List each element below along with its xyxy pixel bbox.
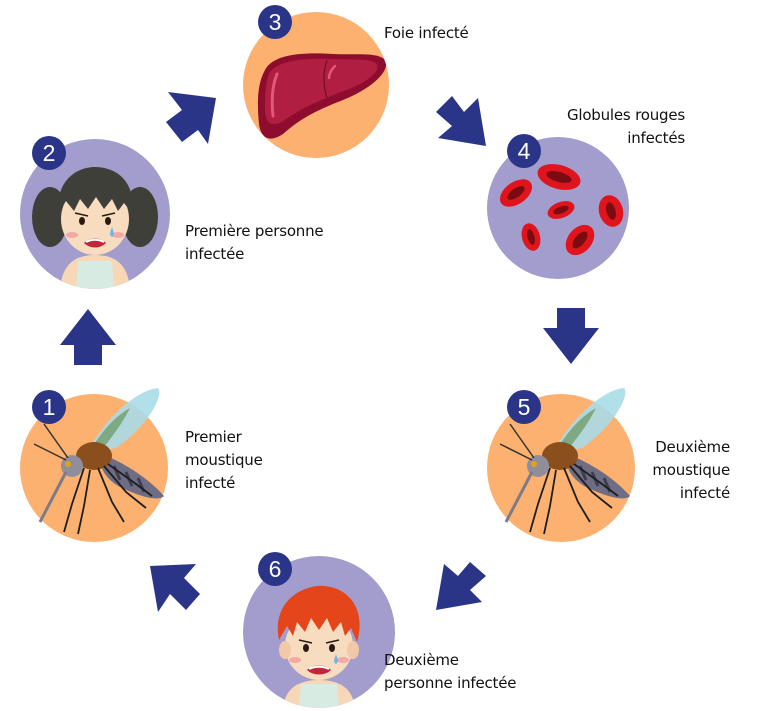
step-2-label-line: Première personne <box>185 222 324 240</box>
step-3-label: Foie infecté <box>384 22 469 45</box>
step-2-circle <box>20 139 170 289</box>
step-1-label-line: moustique <box>185 451 263 469</box>
step-6-label-line: Deuxième <box>384 651 459 669</box>
step-3-label-line: Foie infecté <box>384 24 469 42</box>
arrow-2-to-3 <box>166 92 216 144</box>
step-1-label: Premier moustique infecté <box>185 426 263 495</box>
girl-icon <box>32 167 158 289</box>
step-6-circle <box>243 556 395 708</box>
step-4-label: Globules rouges infectés <box>567 104 685 150</box>
step-1-label-line: Premier <box>185 428 242 446</box>
arrow-1-to-2 <box>60 309 116 365</box>
arrow-4-to-5 <box>543 308 599 364</box>
step-4-badge: 4 <box>507 134 541 168</box>
step-4-label-line: Globules rouges <box>566 106 685 124</box>
step-2-label-line: infectée <box>185 245 245 263</box>
mosquito-icon <box>499 388 630 535</box>
step-1-label-line: infecté <box>185 474 236 492</box>
mosquito-icon <box>33 388 164 535</box>
boy-icon <box>277 585 360 708</box>
step-6-label-line: personne infectée <box>384 674 517 692</box>
step-6-badge: 6 <box>258 552 292 586</box>
step-5-label: Deuxième moustique infecté <box>652 436 730 505</box>
step-2-badge: 2 <box>32 136 66 170</box>
arrow-3-to-4 <box>436 96 486 146</box>
step-5-label-line: moustique <box>652 461 730 479</box>
step-6-label: Deuxième personne infectée <box>384 649 516 695</box>
liver-icon <box>257 53 387 139</box>
arrow-5-to-6 <box>436 562 486 610</box>
step-5-label-line: infecté <box>679 484 730 502</box>
step-3-circle <box>243 12 389 158</box>
step-2-label: Première personne infectée <box>185 220 324 266</box>
step-5-badge: 5 <box>507 390 541 424</box>
step-1-badge: 1 <box>32 390 66 424</box>
arrow-6-to-1 <box>150 564 200 612</box>
step-3-badge: 3 <box>258 5 292 39</box>
red-blood-cells-icon <box>499 164 624 256</box>
step-4-label-line: infectés <box>627 129 685 147</box>
step-5-label-line: Deuxième <box>655 438 730 456</box>
